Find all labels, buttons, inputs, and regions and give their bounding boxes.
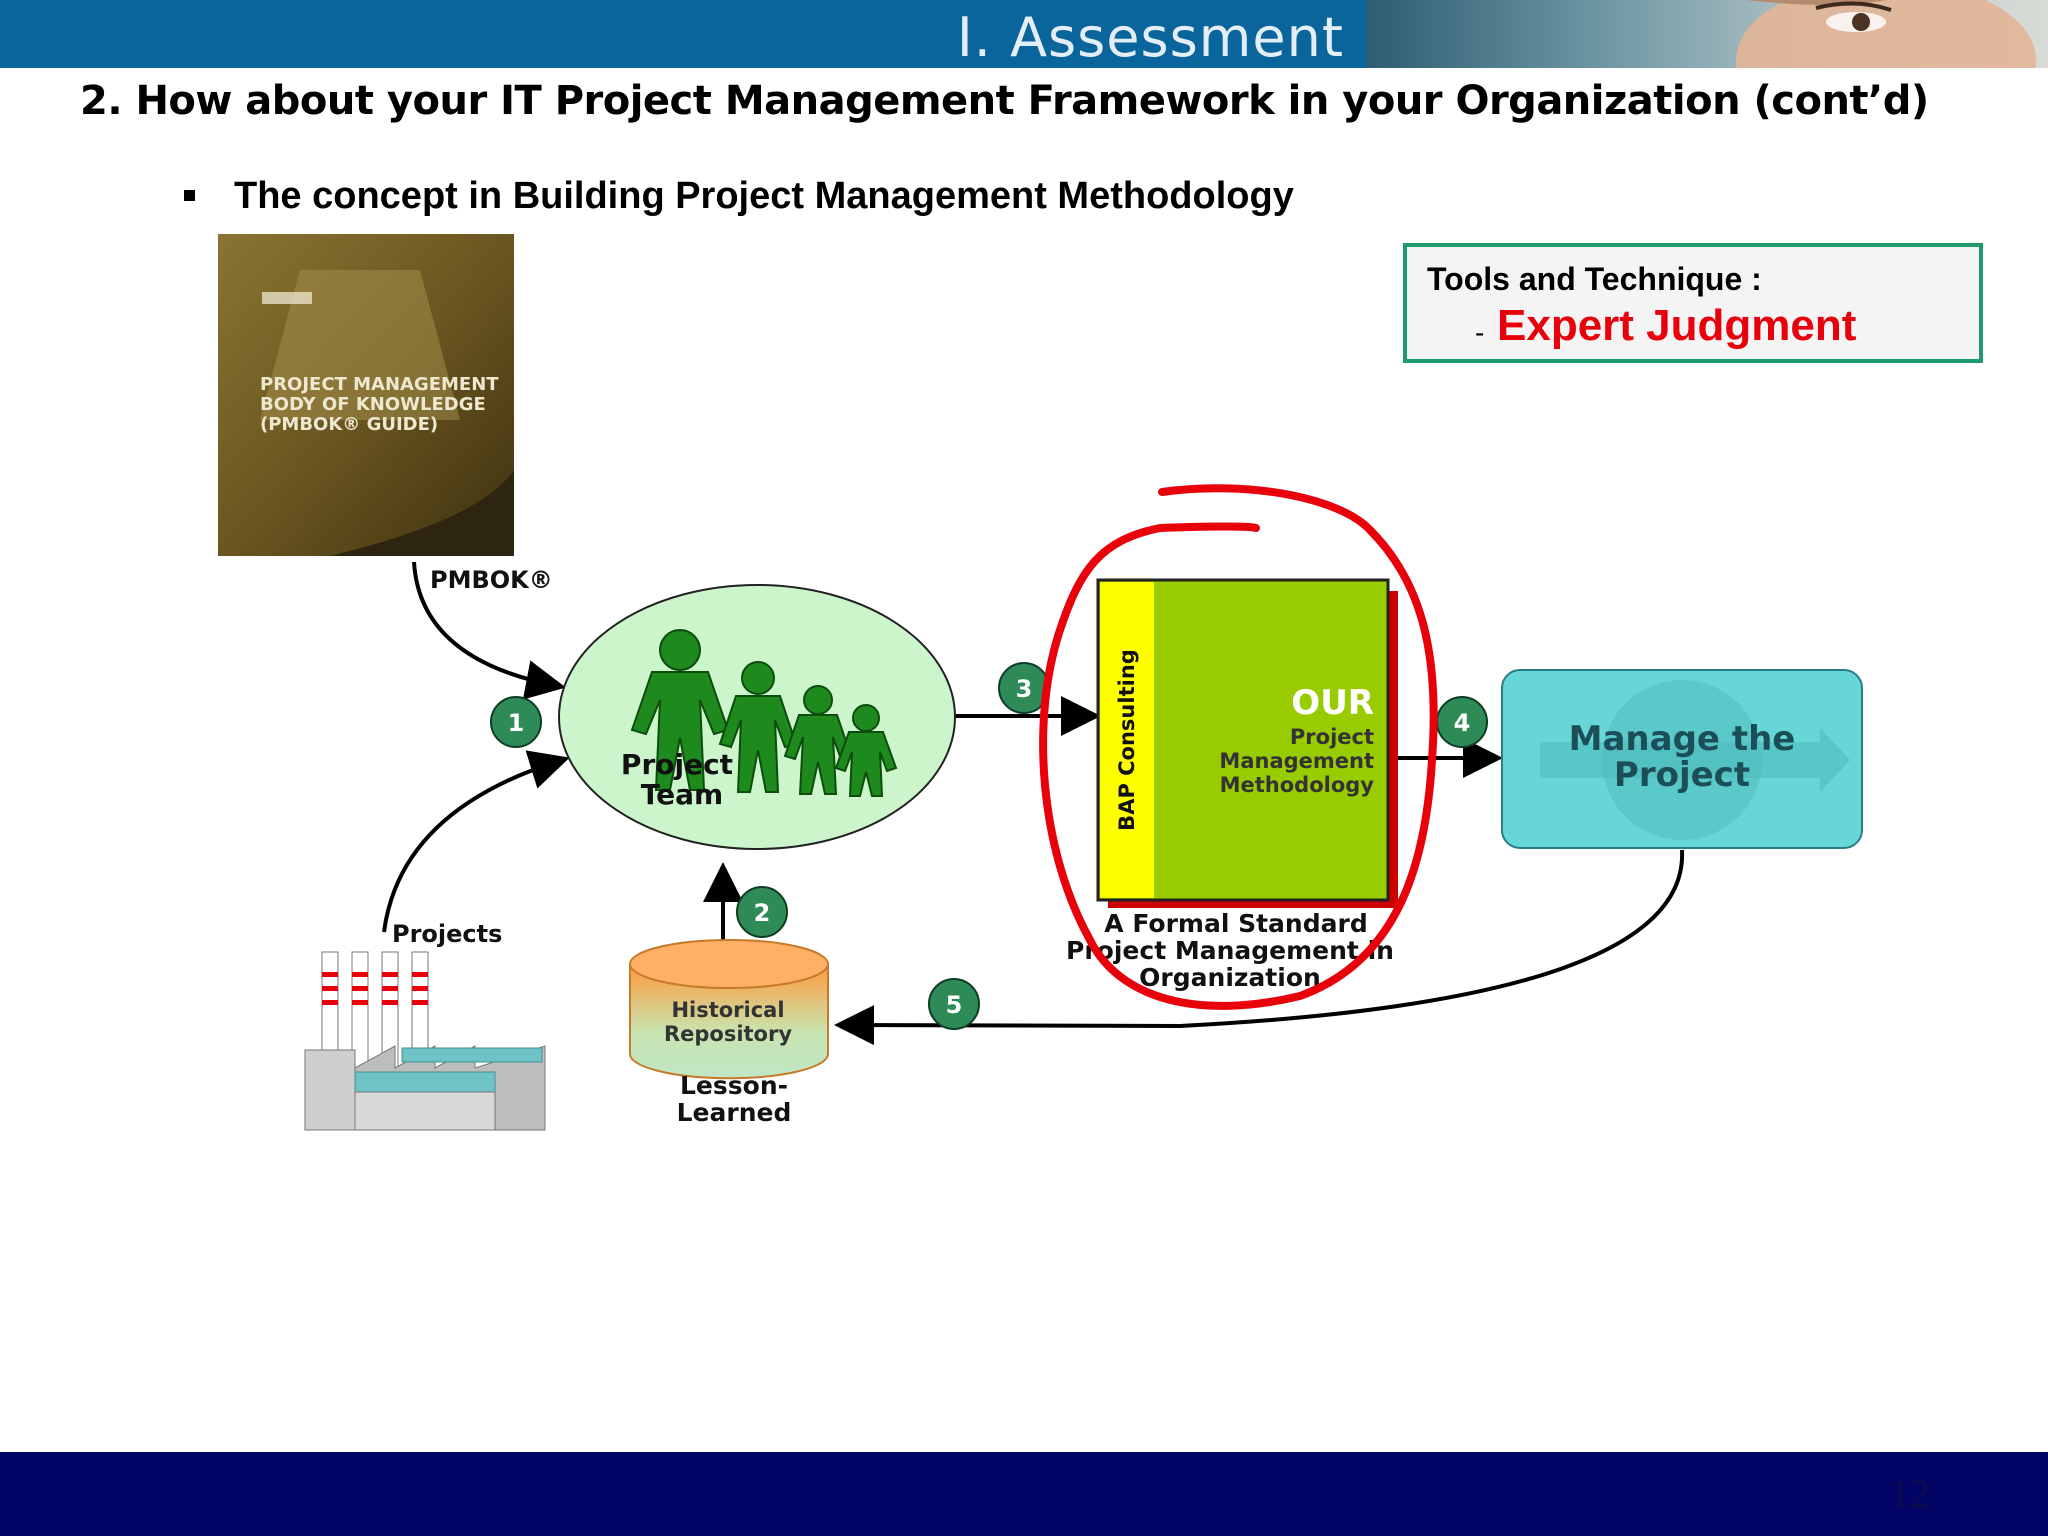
header-photo — [1366, 0, 2048, 68]
formal-label-line-3: Organization — [1139, 963, 1321, 992]
svg-text:5: 5 — [946, 991, 963, 1019]
pmbok-label: PMBOK® — [430, 566, 553, 594]
repo-label-line-1: Historical — [671, 998, 784, 1022]
methodology-our-label: OUR — [1291, 683, 1374, 723]
lesson-label-line-2: Learned — [677, 1098, 792, 1127]
methodology-line-2: Management — [1219, 749, 1374, 773]
step-badge-3: 3 — [998, 662, 1050, 714]
arrow-manage-to-repo — [834, 849, 1685, 1046]
arrow-projects-to-team — [382, 750, 570, 933]
step-badge-2: 2 — [736, 886, 788, 938]
repo-label-line-2: Repository — [664, 1022, 792, 1046]
step-badge-5: 5 — [928, 978, 980, 1030]
manage-label-line-1: Manage the — [1569, 719, 1796, 759]
formal-label-line-1: A Formal Standard — [1104, 909, 1367, 938]
svg-text:4: 4 — [1454, 709, 1471, 737]
footer-bar: 12 — [0, 1452, 2048, 1536]
formal-label-line-2: Project Management in — [1066, 936, 1394, 965]
header-bar: I. Assessment — [0, 0, 1366, 69]
svg-text:3: 3 — [1016, 675, 1033, 703]
book-title-line-2: BODY OF KNOWLEDGE — [260, 394, 486, 415]
arrow-pmbok-to-team — [412, 561, 566, 700]
svg-text:2: 2 — [754, 899, 771, 927]
projects-label: Projects — [392, 920, 502, 948]
bullet-text: The concept in Building Project Manageme… — [234, 175, 1294, 217]
methodology-line-1: Project — [1290, 725, 1374, 749]
manage-label-line-2: Project — [1614, 755, 1750, 795]
lesson-label-line-1: Lesson- — [680, 1071, 788, 1100]
methodology-side-label: BAP Consulting — [1115, 649, 1139, 831]
team-label-line-2: Team — [641, 778, 723, 811]
tools-title: Tools and Technique : — [1427, 261, 1762, 297]
methodology-diagram: PROJECT MANAGEMENT BODY OF KNOWLEDGE (PM… — [218, 234, 1863, 1131]
team-figures-icon — [630, 629, 898, 797]
bullet-marker — [184, 190, 195, 201]
slide-heading: 2. How about your IT Project Management … — [80, 78, 1929, 124]
book-title-line-3: (PMBOK® GUIDE) — [260, 414, 438, 435]
page-number: 12 — [1890, 1471, 1930, 1516]
step-badge-4: 4 — [1436, 696, 1488, 748]
section-title: I. Assessment — [956, 6, 1344, 69]
methodology-book — [1096, 578, 1398, 908]
tools-item: Expert Judgment — [1497, 301, 1857, 350]
svg-text:1: 1 — [508, 709, 525, 737]
historical-repository-cylinder — [629, 939, 829, 1080]
red-highlight-annotation — [1039, 484, 1438, 1010]
manage-project-box — [1501, 669, 1863, 849]
team-label-line-1: Project — [621, 748, 733, 781]
step-badge-1: 1 — [490, 696, 542, 748]
methodology-line-3: Methodology — [1220, 773, 1375, 797]
tools-dash: - — [1475, 317, 1485, 348]
tools-and-technique-box: Tools and Technique : - Expert Judgment — [1403, 243, 1983, 363]
pmbok-book-image: PROJECT MANAGEMENT BODY OF KNOWLEDGE (PM… — [218, 234, 514, 556]
book-title-line-1: PROJECT MANAGEMENT — [260, 374, 499, 395]
factory-icon — [304, 951, 546, 1131]
